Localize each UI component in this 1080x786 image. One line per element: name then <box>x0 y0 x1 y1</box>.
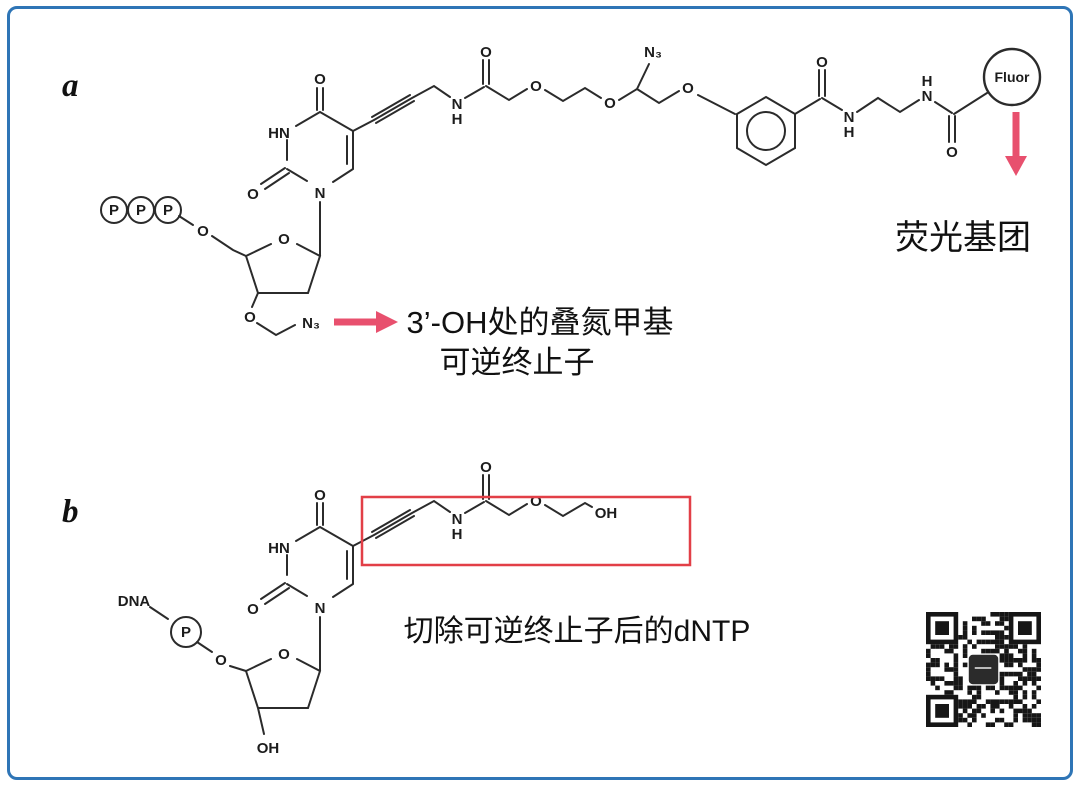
atom-label: H <box>844 124 855 141</box>
atom-label: P <box>163 202 173 219</box>
atom-label: O <box>682 80 694 97</box>
fluorophore-circle: Fluor <box>982 47 1042 107</box>
atom-label: O <box>278 231 290 248</box>
atom-label: O <box>480 44 492 61</box>
atom-label: O <box>247 601 259 618</box>
atom-label: OH <box>595 505 618 522</box>
atom-label: P <box>136 202 146 219</box>
panel-a: a P P P O O O N₃ O <box>62 44 1042 380</box>
atom-label: P <box>109 202 119 219</box>
atom-label: O <box>530 78 542 95</box>
atom-label: HN <box>268 540 290 557</box>
dna-label: DNA <box>118 593 151 610</box>
atom-label: O <box>604 95 616 112</box>
atom-label: OH <box>257 740 280 757</box>
atom-label: H <box>922 73 933 90</box>
atom-label: O <box>946 144 958 161</box>
atom-label: O <box>314 71 326 88</box>
fluor-label: Fluor <box>995 69 1031 85</box>
dna-phosphate-group: DNA P O <box>118 593 247 672</box>
atom-label: O <box>314 487 326 504</box>
atom-label: O <box>247 186 259 203</box>
atom-label: O <box>244 309 256 326</box>
atom-label: P <box>181 624 191 641</box>
benzene-ring <box>736 95 796 167</box>
base-ring: O HN O N <box>247 71 354 203</box>
cleaved-annotation: 切除可逆终止子后的dNTP <box>404 615 751 648</box>
azide-label: N₃ <box>302 315 320 332</box>
atom-label: O <box>816 54 828 71</box>
triphosphate-group: P P P O <box>100 196 247 257</box>
atom-label: O <box>278 646 290 663</box>
amide-tail: O N H N H O <box>794 54 988 161</box>
atom-label: N <box>922 88 933 105</box>
panel-b-letter: b <box>62 494 79 530</box>
base-ring: O HN O N <box>247 487 354 618</box>
down-arrow-icon <box>1005 112 1027 176</box>
atom-label: N <box>844 109 855 126</box>
atom-label: O <box>215 652 227 669</box>
atom-label: HN <box>268 125 290 142</box>
atom-label: O <box>480 459 492 476</box>
qr-code <box>926 612 1041 727</box>
fluorophore-annotation: 荧光基团 <box>895 219 1031 257</box>
atom-label: O <box>530 493 542 510</box>
sugar-ring: O O N₃ <box>244 201 322 337</box>
azide-label: N₃ <box>644 44 662 61</box>
linker-chain: N H O O O N₃ O <box>352 44 736 132</box>
right-arrow-icon <box>334 311 398 333</box>
atom-label: O <box>197 223 209 240</box>
red-highlight-box <box>360 495 692 567</box>
cleaved-linker-chain: N H O O OH <box>352 459 618 547</box>
atom-label: N <box>452 511 463 528</box>
sugar-ring: O OH <box>245 616 322 757</box>
atom-label: N <box>315 185 326 202</box>
atom-label: H <box>452 526 463 543</box>
panel-a-letter: a <box>62 68 79 104</box>
panel-b: b DNA P O O OH O HN O N <box>62 459 750 757</box>
atom-label: N <box>452 96 463 113</box>
atom-label: H <box>452 111 463 128</box>
terminator-annotation-line1: 3’-OH处的叠氮甲基 <box>407 305 674 340</box>
atom-label: N <box>315 600 326 617</box>
terminator-annotation-line2: 可逆终止子 <box>440 345 595 380</box>
